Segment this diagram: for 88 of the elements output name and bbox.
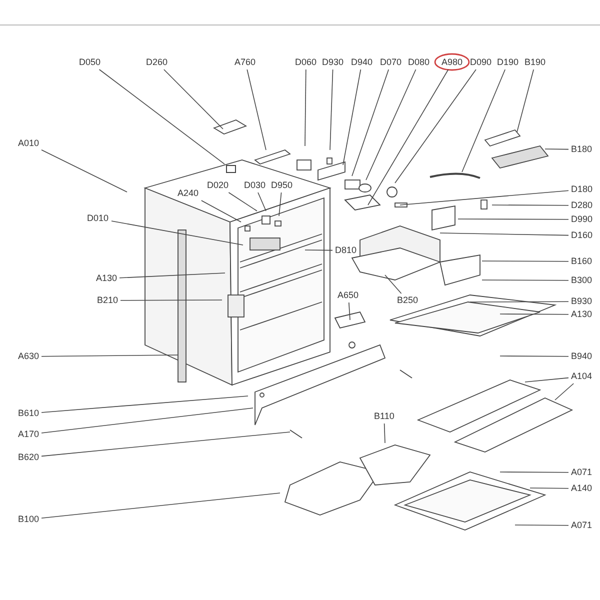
- leader-line: [246, 69, 266, 150]
- leader-line: [258, 192, 266, 212]
- leader-line: [330, 69, 334, 150]
- callout-number: B300: [570, 274, 594, 286]
- callout-number: B190: [524, 56, 547, 68]
- callout-number: D090: [469, 56, 493, 68]
- leader-line: [524, 377, 569, 382]
- small-part-drawing: [226, 165, 236, 173]
- callout-number: D990: [570, 214, 594, 224]
- callout-number: A104: [570, 370, 594, 382]
- leader-line: [342, 69, 362, 166]
- leader-line: [164, 69, 224, 130]
- callout-number: A130: [570, 308, 594, 320]
- callout-number: B930: [570, 296, 594, 306]
- leader-line: [458, 218, 569, 220]
- callout-number: D030: [243, 180, 267, 190]
- callout-number: A980: [440, 56, 464, 68]
- callout-number: B210: [96, 294, 120, 306]
- callout-number: D280: [570, 200, 594, 210]
- leader-line: [400, 190, 569, 206]
- leader-line: [384, 274, 402, 294]
- callout-number: D180: [570, 184, 594, 194]
- leader-line: [41, 396, 248, 413]
- callout-number: B940: [570, 350, 594, 362]
- leader-line: [41, 432, 290, 457]
- callout-number: B250: [396, 294, 420, 306]
- leader-line: [111, 220, 244, 246]
- callout-number: A071: [570, 466, 594, 478]
- leader-line: [348, 302, 350, 320]
- callout-number: D950: [270, 180, 294, 190]
- leader-line: [41, 408, 254, 434]
- callout-number: B180: [570, 144, 594, 154]
- callout-number: B160: [570, 256, 594, 266]
- leader-line: [228, 192, 258, 212]
- leader-line: [516, 69, 534, 132]
- leader-line: [368, 69, 449, 206]
- leader-line: [470, 301, 569, 302]
- leader-line: [500, 472, 569, 473]
- leader-line: [384, 423, 386, 444]
- leader-line: [352, 69, 389, 176]
- leader-line: [440, 232, 569, 236]
- callout-number: A071: [570, 520, 594, 530]
- leader-line: [554, 383, 574, 400]
- callout-number: A130: [95, 272, 118, 284]
- callout-number: A760: [234, 56, 257, 68]
- callout-number: A240: [176, 188, 200, 198]
- leader-line: [278, 192, 282, 216]
- leader-line: [544, 148, 569, 150]
- callout-number: D190: [496, 56, 520, 68]
- leader-line: [366, 69, 416, 180]
- callout-number: A630: [17, 350, 40, 362]
- callout-number: B110: [373, 410, 396, 422]
- leader-line: [500, 314, 569, 315]
- leader-line: [514, 524, 569, 526]
- leader-line: [304, 69, 306, 146]
- leader-line: [482, 280, 569, 281]
- leader-line: [304, 250, 333, 251]
- callout-number: B620: [17, 452, 40, 462]
- leader-line: [41, 354, 178, 357]
- callout-number: D050: [78, 56, 102, 68]
- leader-line: [492, 204, 569, 206]
- callout-number: D810: [334, 244, 358, 256]
- callout-number: D070: [379, 56, 403, 68]
- callout-number: B100: [17, 514, 40, 524]
- leader-line: [98, 69, 225, 164]
- callout-number: B610: [17, 408, 40, 418]
- callout-number: A010: [17, 138, 40, 148]
- callout-number: D080: [407, 56, 431, 68]
- leader-line: [41, 492, 280, 518]
- callout-number: D940: [350, 56, 374, 68]
- callout-number: D010: [86, 212, 110, 224]
- callout-number: D020: [206, 180, 230, 190]
- leader-line: [201, 200, 242, 222]
- leader-line: [500, 356, 569, 357]
- callout-number: D160: [570, 230, 594, 240]
- callout-number: A650: [336, 290, 360, 300]
- leader-line: [120, 300, 222, 301]
- leader-line: [530, 488, 569, 489]
- callout-number: D260: [145, 56, 169, 68]
- leader-line: [394, 69, 476, 184]
- callout-number: D930: [321, 56, 345, 68]
- callout-number: A170: [17, 428, 40, 440]
- leader-line: [41, 150, 128, 192]
- leader-line: [482, 260, 569, 262]
- leader-line: [119, 272, 226, 278]
- leader-line: [462, 69, 506, 172]
- callout-number: D060: [294, 56, 318, 68]
- callout-number: A140: [570, 482, 594, 494]
